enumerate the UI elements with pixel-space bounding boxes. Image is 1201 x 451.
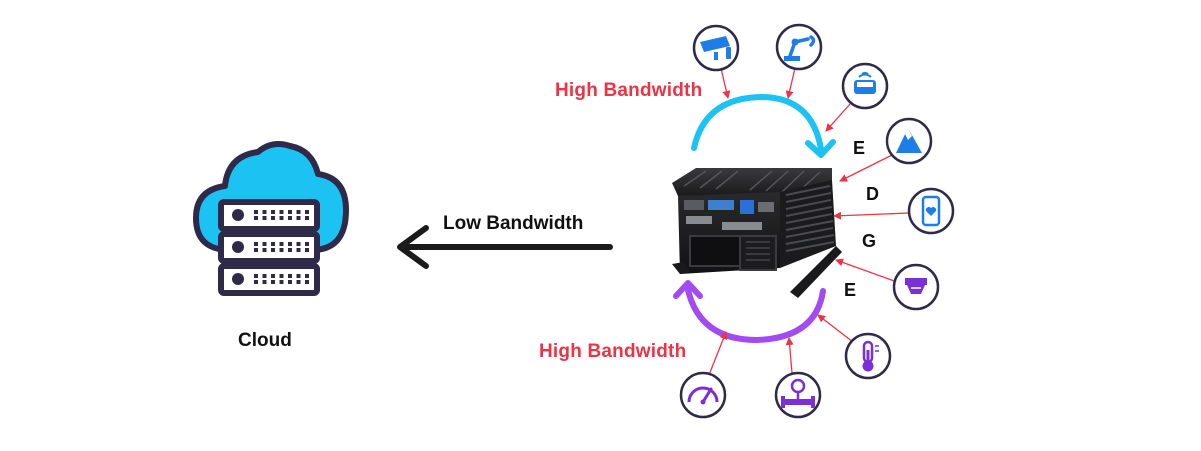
rack-vent-dot [271, 280, 275, 284]
rack-vent-dot [279, 210, 284, 214]
edge-letter-e2: E [844, 280, 857, 300]
rack-vent-dot [288, 274, 292, 278]
rack-vent-dot [262, 274, 267, 278]
rack-vent-dot [288, 280, 292, 284]
rack-vent-dot [279, 274, 284, 278]
cloud-server-icon [193, 141, 349, 296]
rack-vent-dot [262, 242, 267, 246]
rack-vent-dot [262, 210, 267, 214]
mountain-icon [885, 117, 933, 165]
rack-vent-dot [288, 242, 292, 246]
rack-vent-dot [296, 280, 301, 284]
rack-vent-dot [296, 210, 301, 214]
thermometer-icon [844, 332, 892, 380]
rack-vent-dot [271, 248, 275, 252]
rack-vent-dot [262, 216, 267, 220]
rack-vent-dot [305, 280, 309, 284]
high-bandwidth-bottom-arrow [673, 280, 826, 344]
rack-vent-dot [288, 210, 292, 214]
rack-vent-dot [254, 242, 258, 246]
rack-vent-dot [279, 280, 284, 284]
edge-letter-d: D [866, 184, 879, 204]
rack-vent-dot [305, 248, 309, 252]
rack-vent-dot [305, 210, 309, 214]
cctv-camera-icon [692, 24, 740, 72]
rack-vent-dot [279, 216, 284, 220]
rack-vent-dot [262, 248, 267, 252]
rack-vent-dot [271, 242, 275, 246]
high-bandwidth-top-label: High Bandwidth [555, 80, 703, 101]
low-bandwidth-arrow [397, 225, 613, 269]
rack-vent-dot [305, 216, 309, 220]
speedometer-icon [679, 371, 727, 419]
sensor-connector-arrows [708, 63, 910, 376]
high-bandwidth-bottom-label: High Bandwidth [539, 341, 687, 362]
rack-vent-dot [254, 274, 258, 278]
edge-letter-e: E [853, 138, 866, 158]
rack-vent-dot [296, 242, 301, 246]
rack-vent-dot [271, 210, 275, 214]
rack-vent-dot [271, 216, 275, 220]
smoke-detector-icon [892, 263, 940, 311]
rack-vent-dot [262, 280, 267, 284]
rack-vent-dot [305, 242, 309, 246]
low-bandwidth-label: Low Bandwidth [443, 213, 584, 234]
rack-vent-dot [271, 274, 275, 278]
high-bandwidth-top-arrow [691, 93, 836, 158]
rack-vent-dot [254, 210, 258, 214]
rack-vent-dot [296, 274, 301, 278]
rack-vent-dot [279, 242, 284, 246]
pipe-meter-icon [774, 371, 822, 419]
rack-vent-dot [279, 248, 284, 252]
edge-letter-g: G [862, 231, 877, 251]
robot-arm-icon [775, 23, 823, 71]
rack-vent-dot [254, 248, 258, 252]
rack-vent-dot [288, 216, 292, 220]
rack-vent-dot [296, 248, 301, 252]
rack-vent-dot [305, 274, 309, 278]
smartphone-health-icon [907, 187, 955, 235]
rack-vent-dot [254, 280, 258, 284]
rack-vent-dot [254, 216, 258, 220]
rack-vent-dot [288, 248, 292, 252]
edge-computer-device [672, 168, 842, 298]
vehicle-icon [841, 62, 889, 110]
cloud-label: Cloud [238, 330, 292, 351]
rack-vent-dot [296, 216, 301, 220]
